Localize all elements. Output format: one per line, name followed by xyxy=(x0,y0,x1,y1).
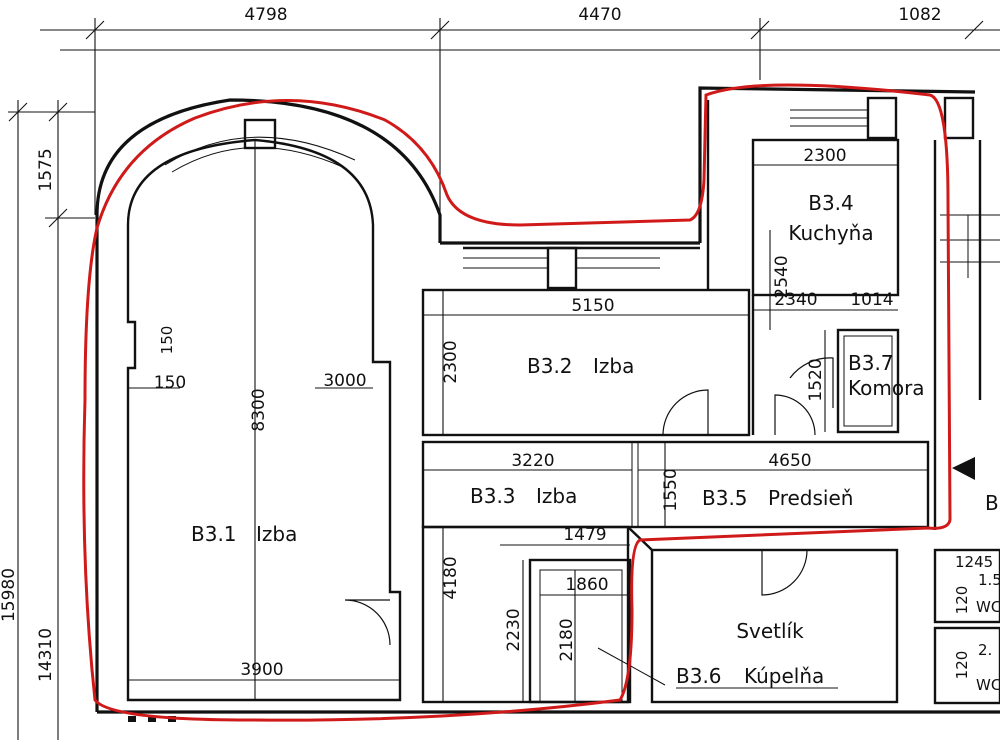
dim-b31-pier: 150 xyxy=(154,373,186,393)
dim-left-2: 15980 xyxy=(0,568,19,622)
doors xyxy=(344,357,975,646)
dim-b32-width: 5150 xyxy=(571,296,614,316)
dim-left-3: 14310 xyxy=(36,628,56,682)
dim-b31-niche: 3000 xyxy=(323,371,366,391)
dim-top-1: 4798 xyxy=(244,5,287,25)
dim-b31-height: 8300 xyxy=(249,388,269,431)
top-dimension-chain: 4798 4470 1082 xyxy=(40,5,1000,235)
dim-b34-width: 2300 xyxy=(803,146,846,166)
highlight-outline xyxy=(82,83,952,722)
dim-b34-height: 2540 xyxy=(772,255,792,298)
room-b37-name: Komora xyxy=(848,376,925,400)
room-b2-name: WC xyxy=(976,676,1000,694)
dim-b33-width: 3220 xyxy=(511,451,554,471)
room-b31-name: Izba xyxy=(256,522,297,546)
dim-b35-height: 1550 xyxy=(661,468,681,511)
dim-b33-sub-h: 2230 xyxy=(504,608,524,651)
room-b33-code: B3.3 xyxy=(470,484,516,508)
dim-b34-sub: 2340 xyxy=(774,290,817,310)
dim-right-1: 1245 xyxy=(955,553,993,571)
walls xyxy=(95,86,1000,722)
dim-b31-pier2: 150 xyxy=(158,326,176,355)
dimension-values: 8300 3900 3000 150 150 5150 2300 3220 41… xyxy=(154,146,993,680)
room-b36-code: B3.6 xyxy=(676,664,722,688)
dim-left-1: 1575 xyxy=(36,148,56,191)
dim-b36-height: 2180 xyxy=(557,618,577,661)
room-b31-code: B3.1 xyxy=(191,522,237,546)
room-b-cut-code: B xyxy=(985,491,999,515)
room-svetlik-name: Svetlík xyxy=(736,619,804,643)
dim-b37-height: 1520 xyxy=(806,358,826,401)
room-b32-name: Izba xyxy=(593,354,634,378)
dim-b35-width: 4650 xyxy=(768,451,811,471)
dim-b37-width: 1014 xyxy=(850,290,893,310)
dim-top-2: 4470 xyxy=(578,5,621,25)
room-b35-name: Predsieň xyxy=(768,486,853,510)
dim-b31-width: 3900 xyxy=(240,660,283,680)
room-b34-code: B3.4 xyxy=(808,191,854,215)
left-dimension-chain: 1575 15980 14310 xyxy=(0,100,95,740)
room-b36-name: Kúpelňa xyxy=(744,664,824,688)
inner-dimension-lines xyxy=(128,140,928,702)
dim-top-3: 1082 xyxy=(898,5,941,25)
room-b15-code: 1.5 xyxy=(978,571,1000,589)
room-b15-name: WC xyxy=(976,598,1000,616)
dim-b36-width: 1860 xyxy=(565,575,608,595)
room-b32-code: B3.2 xyxy=(527,354,573,378)
room-b34-name: Kuchyňa xyxy=(788,221,873,245)
dim-right-3: 120 xyxy=(953,651,971,680)
dim-right-2: 120 xyxy=(953,586,971,615)
room-b37-code: B3.7 xyxy=(848,351,894,375)
dim-b33-sub: 1479 xyxy=(563,525,606,545)
room-labels: B3.1 Izba B3.2 Izba B3.3 Izba B3.4 Kuchy… xyxy=(191,191,1000,694)
room-b35-code: B3.5 xyxy=(702,486,748,510)
dim-b32-height: 2300 xyxy=(441,340,461,383)
dim-b33-height: 4180 xyxy=(441,556,461,599)
room-b2-code: 2. xyxy=(978,641,992,659)
room-b33-name: Izba xyxy=(536,484,577,508)
